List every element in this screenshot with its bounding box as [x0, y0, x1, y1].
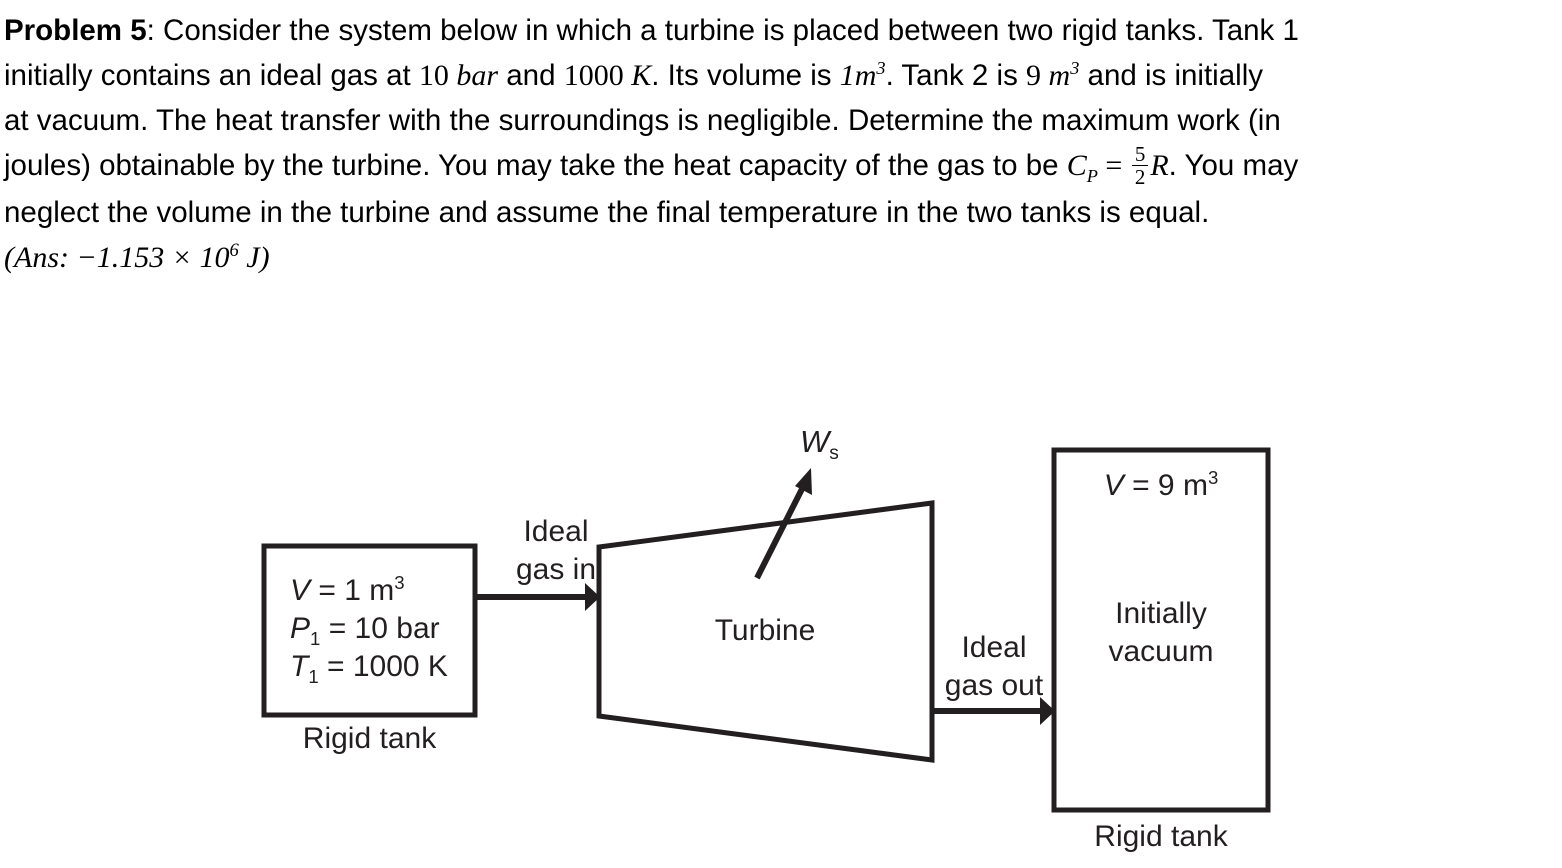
- problem-line-1-text: Consider the system below in which a tur…: [163, 14, 1299, 47]
- problem-text-line-2: initially contains an ideal gas at 10 ba…: [4, 53, 1558, 98]
- problem-colon: :: [146, 14, 164, 47]
- tank2-state-line-1: Initially: [1115, 597, 1207, 630]
- answer-exponent: 6: [229, 239, 239, 261]
- tank2-volume-text: = 9 m: [1123, 469, 1208, 502]
- tank1-volume-exponent: 3: [876, 58, 886, 79]
- tank1-volume-text: = 1 m: [310, 574, 395, 607]
- line4-segment-a: joules) obtainable by the turbine. You m…: [4, 149, 1067, 182]
- turbine-label: Turbine: [714, 614, 816, 647]
- heat-capacity-symbol: C: [1066, 149, 1087, 182]
- shaft-work-symbol: W: [800, 424, 830, 459]
- answer-prefix: (Ans:: [4, 240, 77, 274]
- temperature-unit: K: [631, 59, 652, 92]
- tank1-pressure-text: = 10 bar: [320, 612, 440, 645]
- line2-segment-e: and is initially: [1079, 59, 1263, 92]
- answer-line: (Ans: −1.153 × 106 J): [4, 235, 1558, 280]
- tank1-temperature-subscript: 1: [308, 666, 319, 687]
- outlet-label-line-1: Ideal: [961, 631, 1027, 664]
- problem-text-line-5: neglect the volume in the turbine and as…: [4, 195, 1210, 229]
- line2-segment-c: . Its volume is: [651, 59, 840, 92]
- shaft-work-arrow: [754, 468, 812, 580]
- tank1-temperature-symbol: T: [290, 650, 309, 683]
- tank1-volume-exponent-label: 3: [394, 572, 405, 593]
- tank1-volume: V = 1 m3: [290, 572, 448, 610]
- tank1-temperature: T1 = 1000 K: [290, 648, 448, 686]
- tank1-temperature-text: = 1000 K: [318, 650, 448, 683]
- tank1-pressure: P1 = 10 bar: [290, 610, 448, 648]
- tank1-pressure-subscript: 1: [310, 628, 321, 649]
- problem-text-line-4: joules) obtainable by the turbine. You m…: [4, 143, 1558, 190]
- line2-segment-b: and: [498, 59, 564, 92]
- answer-suffix: ): [259, 240, 270, 274]
- pressure-unit: bar: [456, 59, 499, 92]
- heat-capacity-subscript: P: [1086, 165, 1098, 186]
- tank2-volume-unit: m: [1048, 59, 1071, 92]
- shaft-work-label: Ws: [800, 424, 839, 463]
- problem-statement: Problem 5: Consider the system below in …: [4, 8, 1558, 280]
- tank2-volume-value: 9: [1026, 59, 1049, 92]
- line2-segment-d: . Tank 2 is: [885, 59, 1027, 92]
- inlet-label-line-1: Ideal: [523, 515, 589, 548]
- inlet-label-line-2: gas in: [515, 553, 597, 586]
- pressure-value: 10: [418, 59, 457, 92]
- temperature-value: 1000: [563, 59, 632, 92]
- fraction-numerator: 5: [1134, 141, 1146, 166]
- tank2-volume-exponent-label: 3: [1207, 467, 1219, 488]
- tank2-volume-symbol: V: [1103, 469, 1124, 502]
- fraction-denominator: 2: [1131, 164, 1149, 188]
- line4-segment-b: . You may: [1168, 149, 1299, 182]
- tank1-caption: Rigid tank: [302, 722, 437, 755]
- inlet-stream-label: Ideal gas in: [496, 513, 616, 589]
- problem-text-line-3: at vacuum. The heat transfer with the su…: [4, 104, 1281, 137]
- problem-text-line-1: Problem 5: Consider the system below in …: [4, 8, 1558, 53]
- gas-constant-symbol: R: [1150, 149, 1169, 182]
- tank2-caption: Rigid tank: [1094, 820, 1228, 853]
- problem-number: Problem 5: [4, 14, 147, 47]
- answer-value: −1.153 × 10: [76, 240, 230, 274]
- line2-segment-a: initially contains an ideal gas at: [4, 59, 419, 92]
- outlet-label-line-2: gas out: [944, 669, 1044, 702]
- answer-unit: J: [238, 240, 260, 274]
- heat-capacity-equals: =: [1097, 149, 1130, 182]
- tank1-volume-symbol: V: [290, 574, 311, 607]
- tank2-volume: V = 9 m3: [1054, 467, 1268, 503]
- tank1-properties: V = 1 m3 P1 = 10 bar T1 = 1000 K: [290, 572, 448, 686]
- shaft-work-subscript: s: [829, 443, 839, 465]
- tank1-volume-value: 1m: [839, 59, 877, 92]
- outlet-stream-label: Ideal gas out: [935, 629, 1053, 705]
- tank1-pressure-symbol: P: [290, 612, 311, 645]
- tank2-state: Initially vacuum: [1054, 595, 1268, 671]
- tank2-state-line-2: vacuum: [1108, 635, 1214, 668]
- tank2-volume-exponent: 3: [1070, 58, 1080, 79]
